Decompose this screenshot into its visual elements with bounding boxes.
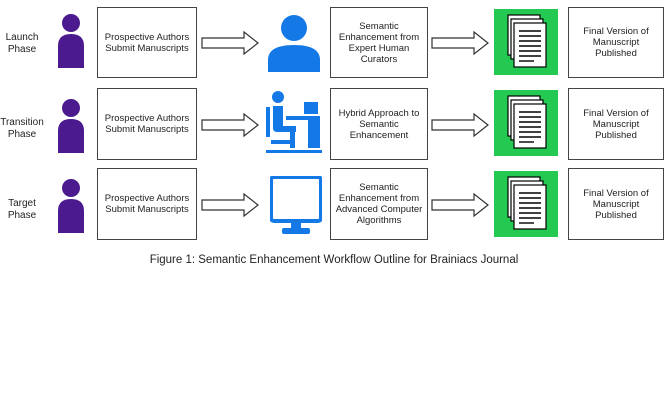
submit-text: Prospective Authors Submit Manuscripts: [104, 31, 190, 54]
phase-label: Launch Phase: [5, 32, 39, 55]
documents-icon: [494, 9, 558, 75]
submit-box: Prospective Authors Submit Manuscripts: [97, 168, 197, 240]
phase-label: Target Phase: [7, 198, 37, 221]
process-box: Semantic Enhancement from Advanced Compu…: [330, 168, 428, 240]
submit-box: Prospective Authors Submit Manuscripts: [97, 88, 197, 160]
result-text: Final Version of Manuscript Published: [583, 107, 649, 141]
documents-icon: [494, 171, 558, 237]
arrow-icon: [431, 192, 489, 218]
process-text: Hybrid Approach to Semantic Enhancement: [338, 107, 420, 141]
submit-text: Prospective Authors Submit Manuscripts: [104, 193, 190, 215]
arrow-icon: [201, 30, 259, 56]
submit-box: Prospective Authors Submit Manuscripts: [97, 7, 197, 78]
figure-caption: Figure 1: Semantic Enhancement Workflow …: [149, 254, 519, 266]
arrow-icon: [201, 112, 259, 138]
result-text: Final Version of Manuscript Published: [583, 187, 649, 221]
submit-text: Prospective Authors Submit Manuscripts: [104, 113, 190, 135]
author-icon: [58, 14, 84, 68]
process-text: Semantic Enhancement from Advanced Compu…: [335, 182, 423, 226]
process-box: Hybrid Approach to Semantic Enhancement: [330, 88, 428, 160]
person-at-computer-icon: [266, 91, 322, 153]
process-box: Semantic Enhancement from Expert Human C…: [330, 7, 428, 78]
author-icon: [58, 99, 84, 153]
result-box: Final Version of Manuscript Published: [568, 168, 664, 240]
author-icon: [58, 179, 84, 233]
person-icon: [268, 15, 320, 72]
result-box: Final Version of Manuscript Published: [568, 88, 664, 160]
arrow-icon: [431, 112, 489, 138]
arrow-icon: [201, 192, 259, 218]
result-text: Final Version of Manuscript Published: [583, 26, 649, 59]
monitor-icon: [270, 176, 322, 234]
process-text: Semantic Enhancement from Expert Human C…: [338, 20, 420, 65]
arrow-icon: [431, 30, 489, 56]
result-box: Final Version of Manuscript Published: [568, 7, 664, 78]
phase-label: Transition Phase: [0, 117, 44, 140]
documents-icon: [494, 90, 558, 156]
